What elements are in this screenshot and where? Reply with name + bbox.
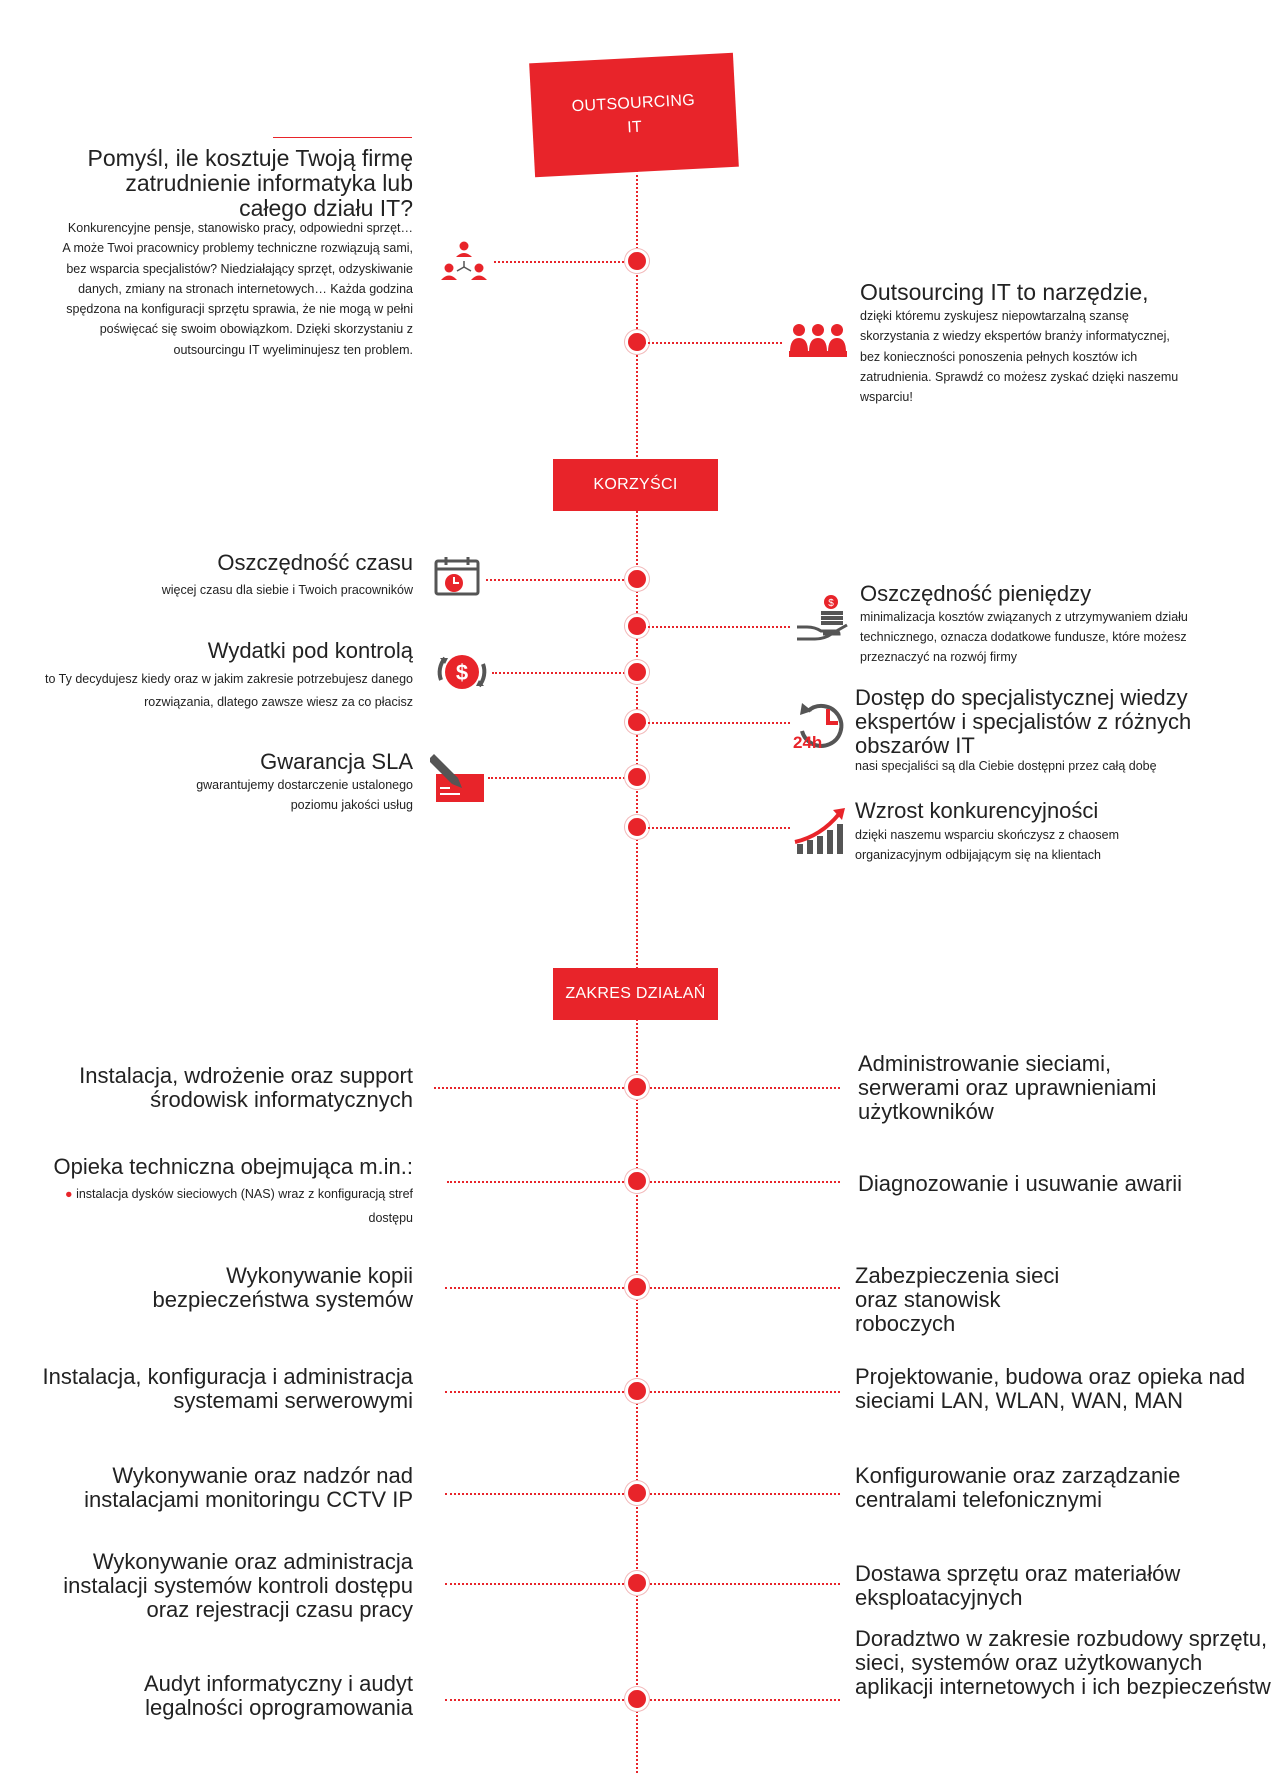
growth-chart-icon (793, 806, 847, 856)
connector (488, 777, 636, 779)
connector (486, 579, 636, 581)
benefit-title: Dostęp do specjalistycznej wiedzy eksper… (855, 685, 1192, 758)
people-network-icon (440, 240, 488, 284)
section-label-outsourcing: OUTSOURCING IT (529, 52, 739, 178)
benefit-title: Wzrost konkurencyjności (855, 798, 1099, 823)
scope-item-right: Konfigurowanie oraz zarządzanie centrala… (855, 1463, 1181, 1512)
connector (637, 722, 790, 724)
timeline-dot (625, 765, 649, 789)
clock-24h-label: 24h (793, 733, 823, 752)
intro-right-title: Outsourcing IT to narzędzie, (860, 279, 1149, 305)
timeline-dot (625, 1379, 649, 1403)
intro-left-title: Pomyśl, ile kosztuje Twoją firmę zatrudn… (87, 145, 413, 221)
benefit-body: to Ty decydujesz kiedy oraz w jakim zakr… (44, 672, 413, 709)
calendar-clock-icon (434, 556, 480, 596)
timeline-dot (625, 1687, 649, 1711)
benefit-title: Gwarancja SLA (260, 749, 413, 774)
scope-note-text: instalacja dysków sieciowych (NAS) wraz … (76, 1187, 413, 1225)
scope-item-left: Wykonywanie kopii bezpieczeństwa systemó… (152, 1263, 413, 1312)
scope-item-right: Doradztwo w zakresie rozbudowy sprzętu, … (855, 1626, 1271, 1699)
intro-left-body: Konkurencyjne pensje, stanowisko pracy, … (62, 221, 413, 357)
scope-item-left: Audyt informatyczny i audyt legalności o… (143, 1671, 413, 1720)
timeline-dot (625, 1075, 649, 1099)
timeline-dot (625, 1169, 649, 1193)
scope-item-right: Diagnozowanie i usuwanie awarii (858, 1171, 1183, 1196)
contract-pen-icon (428, 752, 486, 804)
intro-right-body: dzięki któremu zyskujesz niepowtarzalną … (860, 309, 1179, 405)
section-label-korzysci: KORZYŚCI (553, 459, 718, 511)
scope-item-left: Wykonywanie oraz administracja instalacj… (63, 1549, 413, 1622)
scope-item-right: Projektowanie, budowa oraz opieka nad si… (855, 1364, 1246, 1413)
section-label-zakres: ZAKRES DZIAŁAŃ (553, 968, 718, 1020)
korzysci-label-text: KORZYŚCI (593, 476, 678, 493)
benefit-title: Oszczędność pieniędzy (860, 581, 1092, 606)
benefit-body: nasi specjaliści są dla Ciebie dostępni … (855, 759, 1157, 773)
hand-money-icon: $ (795, 593, 851, 643)
timeline-dot (625, 660, 649, 684)
connector (494, 261, 636, 263)
timeline-dot (625, 1481, 649, 1505)
benefit-body: więcej czasu dla siebie i Twoich pracown… (161, 583, 413, 597)
benefit-body: dzięki naszemu wsparciu skończysz z chao… (855, 828, 1119, 862)
timeline-dot (625, 249, 649, 273)
accent-divider (273, 137, 412, 138)
svg-text:$: $ (456, 660, 468, 685)
connector (637, 342, 782, 344)
svg-text:$: $ (828, 598, 834, 609)
zakres-label-text: ZAKRES DZIAŁAŃ (565, 985, 706, 1002)
scope-item-right: Administrowanie sieciami, serwerami oraz… (858, 1051, 1157, 1124)
timeline-dot (625, 1275, 649, 1299)
benefit-title: Wydatki pod kontrolą (207, 638, 413, 663)
team-meeting-icon (789, 322, 847, 360)
bullet-dot-icon: ● (65, 1187, 73, 1201)
scope-item-left: Opieka techniczna obejmująca m.in.: (53, 1154, 413, 1179)
scope-item-left: Instalacja, wdrożenie oraz support środo… (79, 1063, 413, 1112)
connector (637, 827, 790, 829)
scope-item-right: Dostawa sprzętu oraz materiałów eksploat… (855, 1561, 1181, 1610)
timeline-dot (625, 567, 649, 591)
scope-item-left: Wykonywanie oraz nadzór nad instalacjami… (84, 1463, 413, 1512)
connector (492, 672, 636, 674)
benefit-body: gwarantujemy dostarczenie ustalonego poz… (196, 778, 413, 812)
clock-24h-icon (792, 697, 850, 753)
timeline-dot (625, 1571, 649, 1595)
scope-item-left-note: ● instalacja dysków sieciowych (NAS) wra… (33, 1182, 413, 1230)
scope-item-left: Instalacja, konfiguracja i administracja… (42, 1364, 413, 1413)
benefit-title: Oszczędność czasu (217, 550, 413, 575)
benefit-body: minimalizacja kosztów związanych z utrzy… (860, 610, 1188, 664)
dollar-cycle-icon: $ (435, 650, 489, 694)
scope-item-right: Zabezpieczenia sieci oraz stanowisk robo… (855, 1263, 1060, 1336)
connector (637, 626, 790, 628)
